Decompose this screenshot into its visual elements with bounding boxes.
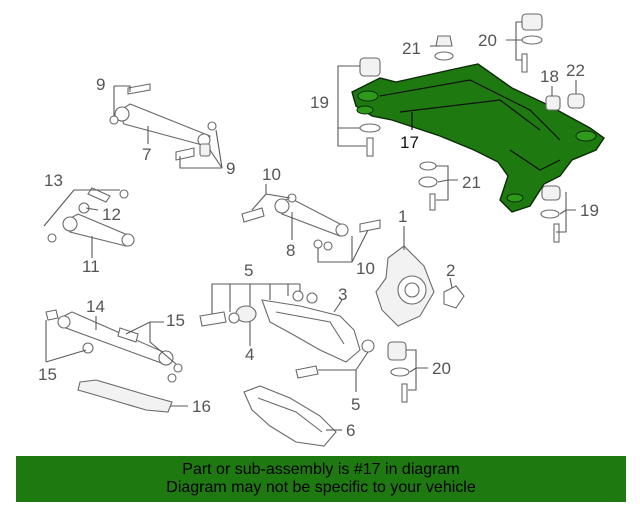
callout-4: 4 — [245, 345, 254, 364]
link-part-11 — [47, 187, 135, 247]
callout-20b: 20 — [432, 359, 451, 378]
callout-13: 13 — [44, 171, 63, 190]
callout-19b: 19 — [580, 201, 599, 220]
callout-2: 2 — [446, 261, 455, 280]
callout-5a: 5 — [244, 261, 253, 280]
callout-12: 12 — [102, 205, 121, 224]
link-part-14 — [45, 309, 183, 383]
callout-8: 8 — [286, 241, 295, 260]
callout-9b: 9 — [226, 159, 235, 178]
shield-part-6 — [243, 385, 337, 447]
callout-14: 14 — [86, 297, 105, 316]
parts-diagram: 1 2 3 4 5 5 6 7 8 9 9 10 10 11 12 13 14 … — [38, 13, 605, 447]
link-part-7 — [109, 83, 217, 161]
callout-10b: 10 — [356, 259, 375, 278]
callout-15b: 15 — [38, 365, 57, 384]
control-arm-part-3 — [199, 290, 375, 379]
callout-numbers: 1 2 3 4 5 5 6 7 8 9 9 10 10 11 12 13 14 … — [38, 31, 599, 440]
callout-22: 22 — [566, 61, 585, 80]
callout-3: 3 — [338, 285, 347, 304]
callout-20a: 20 — [478, 31, 497, 50]
callout-19a: 19 — [310, 93, 329, 112]
callout-17: 17 — [400, 133, 419, 152]
callout-15a: 15 — [166, 311, 185, 330]
bar-part-16 — [77, 379, 173, 413]
knuckle-part-1 — [375, 245, 465, 327]
callout-21a: 21 — [402, 39, 421, 58]
link-part-8 — [241, 193, 381, 251]
callout-7: 7 — [142, 145, 151, 164]
leader-lines — [43, 21, 577, 431]
mount-hardware — [359, 13, 585, 403]
callout-9a: 9 — [96, 75, 105, 94]
callout-5b: 5 — [351, 395, 360, 414]
callout-1: 1 — [398, 207, 407, 226]
subframe-body — [351, 63, 605, 213]
subframe-part-17[interactable] — [351, 63, 605, 213]
callout-11: 11 — [82, 257, 100, 276]
callout-18: 18 — [540, 67, 559, 86]
callout-21b: 21 — [462, 173, 481, 192]
banner-line-1: Part or sub-assembly is #17 in diagram — [182, 461, 460, 478]
banner-line-2: Diagram may not be specific to your vehi… — [166, 479, 476, 496]
callout-6: 6 — [346, 421, 355, 440]
info-banner: Part or sub-assembly is #17 in diagram D… — [16, 456, 626, 502]
callout-10a: 10 — [262, 165, 281, 184]
callout-16: 16 — [192, 397, 211, 416]
